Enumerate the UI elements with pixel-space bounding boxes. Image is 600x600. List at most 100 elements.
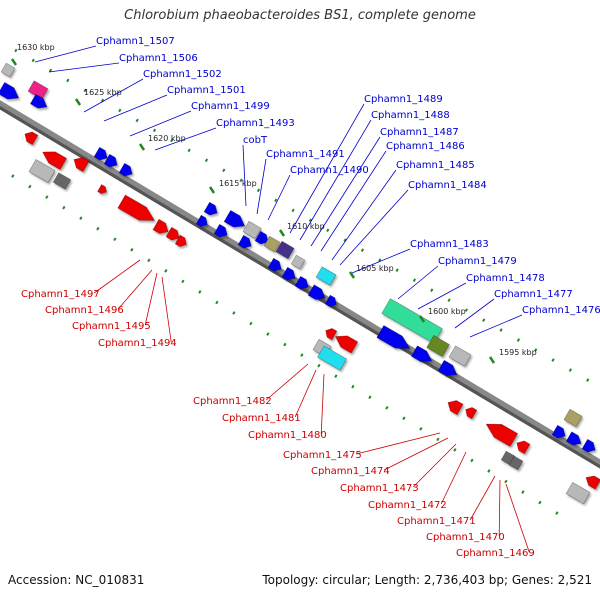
- bottom-gene-label[interactable]: Cphamn1_1481: [222, 413, 301, 424]
- top-label-leader: [256, 158, 267, 215]
- bottom-gene-label[interactable]: Cphamn1_1474: [311, 466, 390, 477]
- bottom-gene-label[interactable]: Cphamn1_1473: [340, 483, 419, 494]
- gene-arrow-23[interactable]: [315, 266, 337, 286]
- gene-arrow-8[interactable]: [203, 201, 218, 216]
- gene-arrow-25[interactable]: [42, 151, 68, 171]
- gene-arrow-11[interactable]: [242, 220, 262, 240]
- bottom-track-dots: [0, 166, 561, 517]
- gene-arrow-53[interactable]: [581, 438, 596, 453]
- gene-arrow-49[interactable]: [508, 455, 524, 471]
- gene-arrow-15[interactable]: [290, 254, 306, 270]
- gene-arrow-31[interactable]: [152, 218, 169, 234]
- gene-arrow-37[interactable]: [376, 325, 411, 349]
- gene-arrow-32[interactable]: [165, 226, 180, 241]
- gene-arrow-43[interactable]: [317, 345, 347, 371]
- top-gene-label[interactable]: Cphamn1_1506: [119, 53, 198, 64]
- gene-arrow-26[interactable]: [73, 157, 90, 173]
- gene-arrow-24[interactable]: [24, 131, 39, 146]
- top-label-leader: [34, 45, 97, 63]
- top-gene-label[interactable]: Cphamn1_1479: [438, 256, 517, 267]
- gene-arrow-45[interactable]: [465, 407, 478, 420]
- gene-arrow-9[interactable]: [195, 214, 208, 227]
- gene-arrow-36[interactable]: [448, 345, 472, 367]
- gene-arrow-3[interactable]: [0, 81, 20, 100]
- gene-arrow-17[interactable]: [237, 234, 252, 249]
- gene-arrow-21[interactable]: [307, 284, 326, 300]
- gene-arrow-14[interactable]: [275, 240, 295, 260]
- bottom-label-leader: [498, 479, 501, 537]
- top-gene-label[interactable]: Cphamn1_1501: [167, 85, 246, 96]
- bottom-label-leader: [320, 373, 325, 435]
- gene-arrow-28[interactable]: [52, 172, 72, 190]
- gene-arrow-7[interactable]: [118, 162, 133, 177]
- gene-arrow-41[interactable]: [335, 335, 359, 354]
- gene-arrow-5[interactable]: [93, 146, 108, 161]
- gene-arrow-46[interactable]: [485, 423, 519, 447]
- top-gene-label[interactable]: Cphamn1_1477: [494, 289, 573, 300]
- gene-arrow-19[interactable]: [281, 266, 296, 281]
- gene-arrow-44[interactable]: [447, 400, 464, 416]
- bottom-gene-label[interactable]: Cphamn1_1480: [248, 430, 327, 441]
- gene-arrow-55[interactable]: [585, 475, 600, 490]
- gene-arrow-16[interactable]: [213, 223, 228, 238]
- gene-arrow-39[interactable]: [437, 359, 458, 376]
- top-gene-label[interactable]: Cphamn1_1487: [380, 127, 459, 138]
- top-gene-label[interactable]: Cphamn1_1507: [96, 36, 175, 47]
- top-gene-label[interactable]: Cphamn1_1478: [466, 273, 545, 284]
- kbp-tick-mark: [208, 186, 216, 194]
- gene-arrow-51[interactable]: [551, 424, 566, 439]
- gene-arrow-22[interactable]: [324, 294, 337, 307]
- bottom-gene-label[interactable]: Cphamn1_1497: [21, 289, 100, 300]
- top-gene-label[interactable]: Cphamn1_1484: [408, 180, 487, 191]
- bottom-gene-label[interactable]: Cphamn1_1472: [368, 500, 447, 511]
- gene-arrow-29[interactable]: [97, 184, 107, 194]
- kbp-tick-mark: [10, 58, 18, 66]
- top-gene-label[interactable]: Cphamn1_1499: [191, 101, 270, 112]
- gene-arrow-54[interactable]: [565, 481, 591, 505]
- gene-arrow-12[interactable]: [254, 230, 269, 245]
- bottom-gene-label[interactable]: Cphamn1_1482: [193, 396, 272, 407]
- gene-arrow-18[interactable]: [267, 257, 282, 272]
- gene-arrow-20[interactable]: [294, 275, 309, 290]
- gene-arrow-35[interactable]: [426, 335, 450, 357]
- kbp-tick-mark: [348, 271, 356, 279]
- gene-arrow-50[interactable]: [563, 408, 583, 428]
- gene-arrow-38[interactable]: [410, 345, 433, 363]
- top-gene-label[interactable]: Cphamn1_1485: [396, 160, 475, 171]
- gene-arrow-6[interactable]: [103, 153, 118, 168]
- bottom-gene-label[interactable]: Cphamn1_1475: [283, 450, 362, 461]
- bottom-gene-label[interactable]: Cphamn1_1469: [456, 548, 535, 559]
- bottom-gene-label[interactable]: Cphamn1_1495: [72, 321, 151, 332]
- gene-arrow-13[interactable]: [263, 235, 281, 253]
- gene-arrow-10[interactable]: [223, 209, 246, 228]
- gene-arrow-27[interactable]: [28, 159, 56, 183]
- top-gene-label[interactable]: Cphamn1_1491: [266, 149, 345, 160]
- bottom-gene-label[interactable]: Cphamn1_1494: [98, 338, 177, 349]
- bottom-gene-label[interactable]: Cphamn1_1470: [426, 532, 505, 543]
- gene-arrow-52[interactable]: [565, 431, 582, 446]
- top-gene-label[interactable]: Cphamn1_1490: [290, 165, 369, 176]
- top-gene-label[interactable]: Cphamn1_1493: [216, 118, 295, 129]
- gene-arrow-33[interactable]: [174, 234, 187, 247]
- kbp-tick-label: 1605 kbp: [356, 264, 394, 273]
- kbp-tick-mark: [278, 229, 286, 237]
- gene-arrow-40[interactable]: [325, 328, 338, 341]
- gene-arrow-4[interactable]: [29, 93, 48, 109]
- kbp-tick-label: 1600 kbp: [428, 307, 466, 316]
- top-gene-label[interactable]: Cphamn1_1489: [364, 94, 443, 105]
- top-label-leader: [469, 314, 523, 338]
- bottom-gene-label[interactable]: Cphamn1_1471: [397, 516, 476, 527]
- top-label-leader: [154, 127, 217, 151]
- bottom-gene-label[interactable]: Cphamn1_1496: [45, 305, 124, 316]
- kbp-tick-mark: [488, 356, 496, 364]
- gene-arrow-30[interactable]: [117, 194, 155, 221]
- top-gene-label[interactable]: cobT: [243, 135, 268, 146]
- top-gene-label[interactable]: Cphamn1_1483: [410, 239, 489, 250]
- gene-arrow-47[interactable]: [516, 440, 531, 455]
- top-gene-label[interactable]: Cphamn1_1486: [386, 141, 465, 152]
- top-gene-label[interactable]: Cphamn1_1502: [143, 69, 222, 80]
- kbp-tick-label: 1620 kbp: [148, 134, 186, 143]
- top-gene-label[interactable]: Cphamn1_1488: [371, 110, 450, 121]
- gene-arrow-1[interactable]: [0, 62, 16, 78]
- top-gene-label[interactable]: Cphamn1_1476: [522, 305, 600, 316]
